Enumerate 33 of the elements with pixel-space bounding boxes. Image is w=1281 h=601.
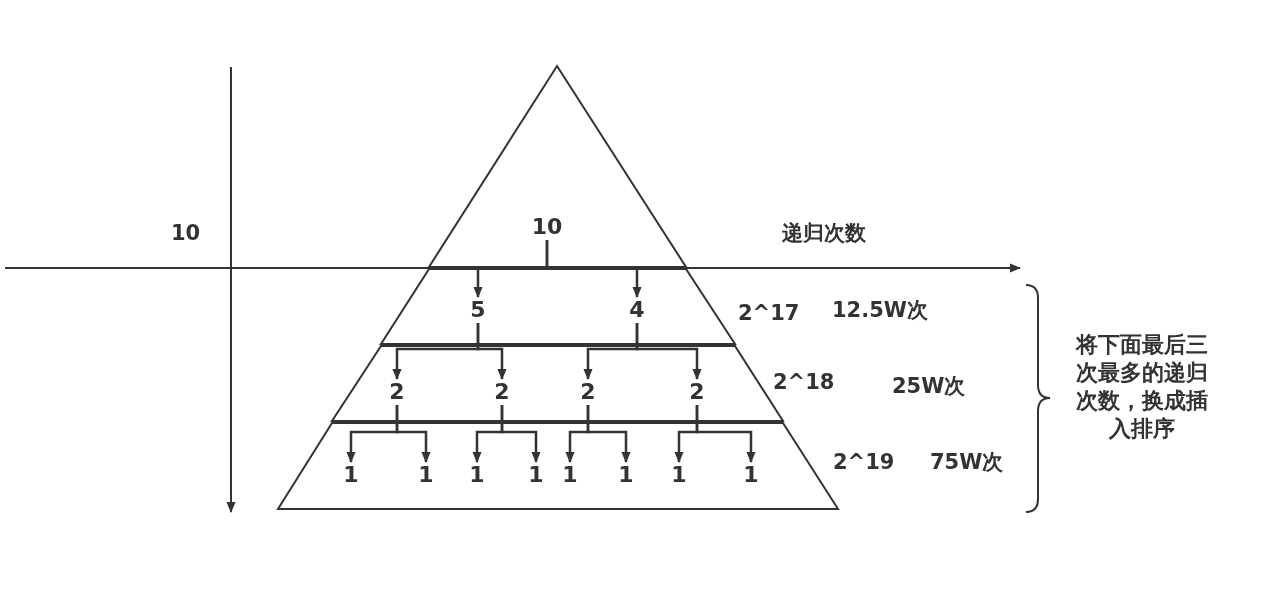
node-value: 4: [629, 298, 645, 322]
node-value: 2: [389, 380, 405, 404]
level-label: 2^18: [773, 370, 835, 394]
split-arrow: [500, 405, 541, 463]
level-label: 2^17: [738, 301, 800, 325]
level-label: 75W次: [930, 450, 1004, 474]
level-label: 12.5W次: [832, 298, 928, 322]
node-value: 1: [469, 463, 485, 487]
node-value: 1: [618, 463, 634, 487]
node-value: 2: [494, 380, 510, 404]
value-label: 10: [171, 221, 201, 245]
node-value: 1: [528, 463, 544, 487]
axis-title: 递归次数: [782, 221, 866, 245]
split-arrow: [635, 323, 702, 380]
node-value: 2: [580, 380, 596, 404]
node-value: 1: [343, 463, 359, 487]
split-arrow: [695, 405, 756, 463]
split-arrow: [395, 405, 431, 463]
node-value: 1: [418, 463, 434, 487]
pyramid-apex: [429, 65, 686, 268]
node-value: 10: [531, 215, 563, 239]
split-arrow: [586, 405, 631, 463]
note-text: 将下面最后三次最多的递归次数，换成插入排序: [1074, 331, 1209, 443]
node-value: 5: [470, 298, 486, 322]
node-value: 2: [689, 380, 705, 404]
split-arrow: [476, 323, 507, 380]
pyramid-layer: [381, 268, 735, 345]
level-label: 25W次: [892, 374, 966, 398]
node-value: 1: [671, 463, 687, 487]
node-value: 1: [743, 463, 759, 487]
level-label: 2^19: [833, 450, 895, 474]
split-arrow: [545, 240, 642, 298]
node-value: 1: [562, 463, 578, 487]
